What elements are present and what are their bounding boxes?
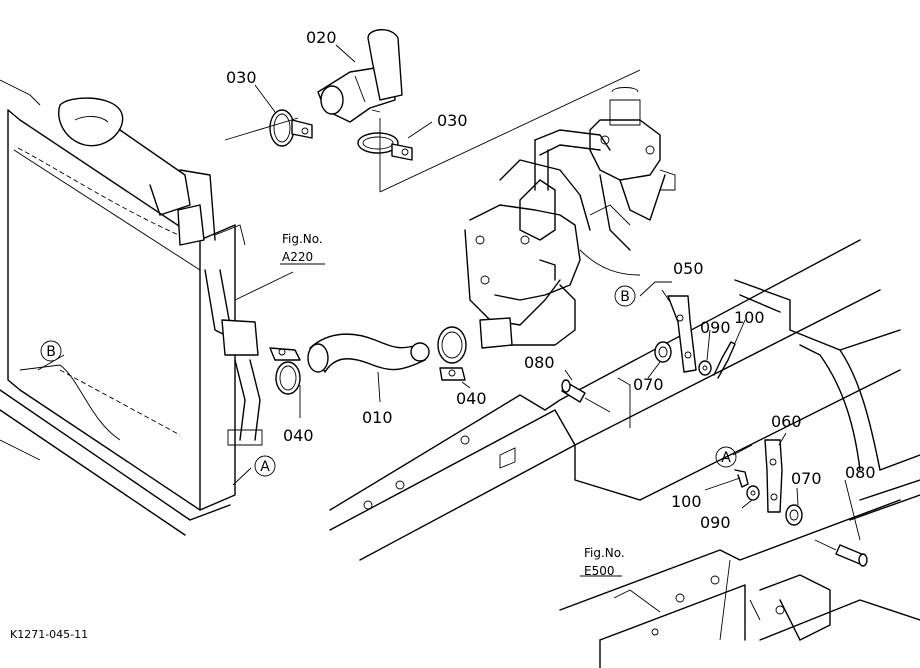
fig-a220-number: A220 bbox=[282, 250, 313, 264]
label-090-lower: 090 bbox=[700, 513, 731, 532]
hose-010 bbox=[307, 333, 430, 373]
grommet-070-lower bbox=[785, 504, 803, 526]
fig-a220-label: Fig.No. bbox=[282, 232, 323, 246]
label-070-lower: 070 bbox=[791, 469, 822, 488]
clamp-040-left bbox=[269, 347, 301, 395]
catalog-code: K1271-045-11 bbox=[10, 628, 88, 641]
clip-100-upper bbox=[713, 341, 736, 379]
bracket-060 bbox=[764, 439, 783, 513]
label-040-left: 040 bbox=[283, 426, 314, 445]
marker-a-right-circle bbox=[715, 446, 737, 468]
label-080-upper: 080 bbox=[524, 353, 555, 372]
clip-100-lower bbox=[734, 469, 749, 488]
marker-b-left: B bbox=[46, 344, 56, 360]
pin-080-lower bbox=[814, 539, 868, 567]
clamp-030-top bbox=[269, 109, 313, 147]
marker-b-right: B bbox=[620, 289, 630, 305]
pin-080-upper bbox=[561, 379, 611, 413]
label-030-top: 030 bbox=[226, 68, 257, 87]
clamp-030-right bbox=[357, 132, 413, 161]
marker-a-left-circle bbox=[254, 455, 276, 477]
leader-lines bbox=[37, 44, 861, 613]
washer-090-lower bbox=[746, 485, 760, 501]
label-050: 050 bbox=[673, 259, 704, 278]
label-080-lower: 080 bbox=[845, 463, 876, 482]
grommet-070-upper bbox=[654, 341, 672, 363]
label-100-lower: 100 bbox=[671, 492, 702, 511]
label-060: 060 bbox=[771, 412, 802, 431]
label-090-upper: 090 bbox=[700, 318, 731, 337]
reference-markers: A A B B bbox=[40, 285, 737, 477]
radiator bbox=[0, 79, 263, 536]
label-030-right: 030 bbox=[437, 111, 468, 130]
fig-e500-number: E500 bbox=[584, 564, 615, 578]
marker-b-left-circle bbox=[40, 340, 62, 362]
label-040-right: 040 bbox=[456, 389, 487, 408]
label-020: 020 bbox=[306, 28, 337, 47]
label-100-upper: 100 bbox=[734, 308, 765, 327]
bracket-050 bbox=[667, 295, 697, 373]
chassis-frame bbox=[329, 239, 920, 668]
label-070-upper: 070 bbox=[633, 375, 664, 394]
fig-e500-label: Fig.No. bbox=[584, 546, 625, 560]
hose-020 bbox=[317, 29, 403, 123]
engine-block bbox=[464, 87, 676, 349]
part-labels: 020 030 030 040 010 040 050 070 090 100 … bbox=[226, 28, 876, 532]
washer-090-upper bbox=[698, 360, 712, 376]
label-010: 010 bbox=[362, 408, 393, 427]
marker-b-right-circle bbox=[614, 285, 636, 307]
clamp-040-right bbox=[437, 326, 467, 381]
marker-a-left: A bbox=[260, 459, 270, 475]
figure-references: Fig.No. A220 Fig.No. E500 bbox=[282, 232, 625, 578]
marker-a-right: A bbox=[721, 450, 731, 466]
